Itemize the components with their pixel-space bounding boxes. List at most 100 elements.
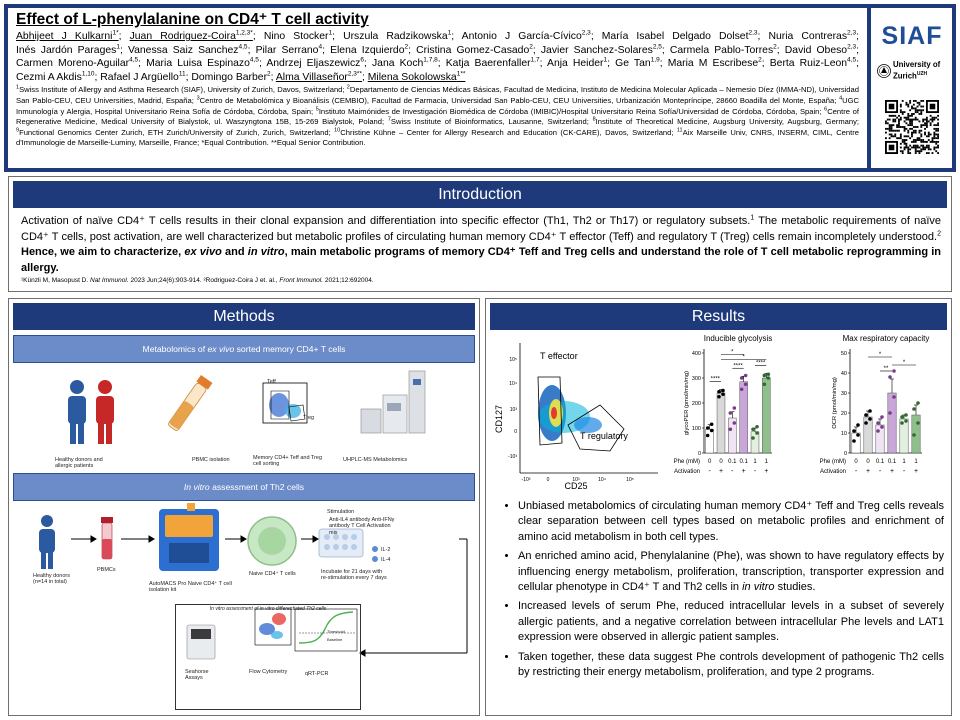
methods-illustration-in-vitro	[39, 503, 468, 660]
chart-category-activation: -	[754, 468, 757, 475]
chart-significance-label: *	[879, 352, 882, 358]
donor-red-figure-icon	[96, 380, 114, 444]
author-name: Nuria Contreras2,3	[768, 29, 857, 42]
pbmc-vial-icon	[101, 517, 113, 560]
author-affiliation-number: 2,5	[652, 43, 662, 51]
chart-data-point	[755, 431, 759, 435]
chart-significance-label: ****	[711, 377, 721, 383]
title-card: Effect of L-phenylalanine on CD4⁺ T cell…	[8, 8, 867, 168]
author-name: Carmela Pablo-Torres2	[669, 43, 777, 56]
chart-data-point	[705, 433, 710, 438]
author-affiliation-number: 1	[328, 29, 333, 37]
chart-data-point	[856, 433, 860, 437]
chart-data-point	[732, 421, 737, 425]
chart-y-tick-label: 300	[692, 376, 701, 382]
affiliation-text: Departamento de Ciencias Médicas Básicas…	[16, 85, 859, 105]
label-flow-cytometry: Flow Cytometry	[249, 669, 288, 675]
author-name: Domingo Barber2	[191, 70, 271, 83]
label-seahorse: Seahorse Assays	[185, 669, 209, 682]
affiliation-text: Instituto Maimónides de Investigación Bi…	[318, 106, 825, 116]
in-vitro-assessment-box: In vitro assessment of in vitro differen…	[175, 604, 361, 710]
chart-category-activation: -	[855, 468, 858, 475]
chart-y-tick-label: 10	[841, 431, 847, 437]
label-uhplc: UHPLC-MS Metabolomics	[343, 457, 408, 463]
results-figure: CD127 CD25 10⁵ 10⁴ 10³ 0 -10³ -10³ 0 10³…	[494, 334, 930, 491]
author-affiliation-number: 1	[447, 29, 452, 37]
chart-category-activation: +	[742, 468, 746, 475]
author-name: Urszula Radzikowska1	[343, 29, 452, 42]
author-affiliation-number: 4,5	[847, 56, 857, 64]
seahorse-analyzer-icon	[186, 624, 216, 660]
author-affiliation-number: 1,10	[81, 70, 95, 78]
affiliation-list: 1Swiss Institute of Allergy and Asthma R…	[16, 85, 859, 149]
uzh-logo-text: University of ZurichUZH	[893, 60, 940, 81]
author-affiliation-number: 2	[773, 43, 777, 51]
uzh-line-1: University of	[893, 60, 941, 69]
chart-data-point	[743, 373, 748, 378]
flow-x-tick: -10³	[522, 477, 531, 483]
flow-y-tick: 10⁵	[509, 357, 517, 363]
siaf-logo: SIAF	[882, 22, 942, 50]
chart-data-point	[876, 429, 880, 433]
methods-section: Methods Metabolomics of ex vivo sorted m…	[8, 298, 480, 716]
affiliation-text: UGC Inmunología y Alergia, Hospital Univ…	[16, 95, 859, 116]
label-il2: IL-2	[381, 547, 391, 553]
author-affiliation-number: 1	[603, 56, 608, 64]
author-name: Cristina Gomez-Casado2	[416, 43, 533, 56]
chart-significance-label: *	[731, 349, 734, 355]
chart-inducible-glycolysis: Inducible glycolysis0100200300400glycoPE…	[674, 334, 773, 475]
chart-data-point	[709, 422, 714, 427]
chart-data-point	[892, 369, 896, 373]
label-pbmcs: PBMCs	[97, 567, 116, 573]
flow-x-tick: 10³	[572, 477, 580, 483]
author-list: Abhijeet J Kulkarni1*; Juan Rodriguez-Co…	[16, 29, 860, 83]
chart-data-point	[717, 394, 721, 399]
author-name: David Obeso2,3	[784, 43, 857, 56]
affiliation-text: Swiss Institute of Allergy and Asthma Re…	[19, 85, 347, 95]
chart-data-point	[739, 387, 744, 392]
flow-x-axis-label: CD25	[564, 481, 587, 491]
chart-y-axis-label: glycoPER (pmol/min/mg)	[684, 371, 690, 435]
label-threshold: Threshold	[327, 629, 345, 634]
chart-category-activation: +	[866, 468, 870, 475]
flow-y-tick: -10³	[508, 454, 517, 460]
chart-data-point	[876, 421, 880, 425]
introduction-text: Activation of naïve CD4⁺ T cells results…	[21, 214, 942, 274]
label-stimulation: Stimulation	[327, 509, 355, 515]
chart-data-point	[739, 376, 744, 380]
author-affiliation-number: 1,7,8	[423, 56, 438, 64]
chart-significance-label: *	[903, 360, 906, 366]
chart-data-point	[864, 421, 868, 425]
chart-significance-label: ****	[756, 361, 766, 367]
result-bullet: Increased levels of serum Phe, reduced i…	[518, 599, 944, 645]
author-affiliation-number: 2	[529, 43, 533, 51]
chart-significance-label: *	[742, 355, 745, 361]
label-healthy-donors: Healthy donors (n=14 in total)	[33, 573, 70, 586]
chart-data-point	[900, 415, 904, 419]
methods-heading: Methods	[13, 303, 475, 330]
label-t-effector: T effector	[540, 351, 578, 361]
chart-category-activation: +	[719, 468, 723, 475]
chart-data-point	[888, 375, 892, 379]
affiliation-text: Functional Genomics Center Zurich, ETH Z…	[19, 127, 335, 137]
chart-data-point	[728, 411, 733, 415]
author-name: Katja Baerenfaller1,7	[445, 56, 540, 70]
affiliation-text: Swiss Institute of Bioinformatics, Lausa…	[390, 117, 593, 127]
author-affiliation-number: 1*	[112, 29, 119, 37]
label-pbmc-isolation: PBMC isolation	[192, 457, 230, 463]
affiliation-number: 7	[387, 116, 391, 123]
introduction-references: ¹Künzli M, Masopust D. Nat Immunol. 2023…	[21, 277, 374, 284]
chart-title: Max respiratory capacity	[843, 334, 930, 343]
chart-significance-label: **	[884, 366, 889, 372]
chart-data-point	[755, 424, 759, 429]
chart-data-point	[721, 388, 725, 393]
affiliation-number: 6	[824, 106, 828, 113]
chart-data-point	[912, 407, 916, 411]
author-name: Pilar Serrano4	[255, 43, 323, 56]
qr-code-icon[interactable]	[885, 100, 939, 154]
chart-category-activation: -	[879, 468, 882, 475]
chart-category-activation: -	[903, 468, 906, 475]
chart-category-activation: +	[914, 468, 918, 475]
chart-data-point	[852, 439, 856, 443]
affiliation-text: Christine Kühne – Center for Allergy Res…	[340, 127, 677, 137]
